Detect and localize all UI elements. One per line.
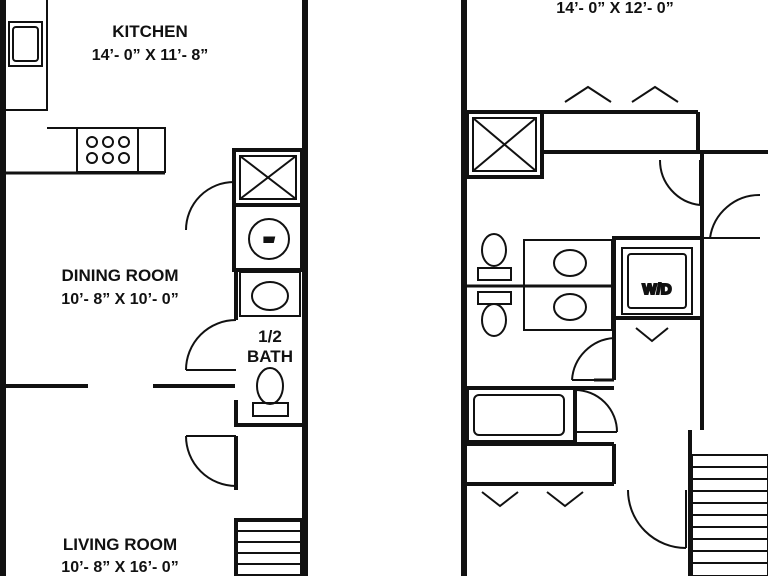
dining-room-dimensions: 10’- 8” X 10’- 0” xyxy=(61,291,178,308)
kitchen-name: KITCHEN xyxy=(112,22,188,41)
pantry-door xyxy=(185,181,236,231)
stairs-up xyxy=(691,454,768,576)
second-floor-plan: W/D xyxy=(461,0,768,576)
half-bath-walls xyxy=(234,270,302,427)
washer-dryer-closet xyxy=(612,236,704,343)
first-floor-plan: HW xyxy=(0,0,308,576)
bedroom-door-lower xyxy=(627,430,692,576)
toilet xyxy=(252,367,289,417)
living-room-name: LIVING ROOM xyxy=(63,535,177,554)
water-heater-label: HW xyxy=(264,238,274,244)
stove xyxy=(86,136,130,164)
bath-sink xyxy=(239,271,301,317)
bathtub xyxy=(465,386,577,444)
upper-room-dimensions: 14’- 0” X 12’- 0” xyxy=(556,0,673,17)
dining-room-name: DINING ROOM xyxy=(61,266,178,285)
bath-door xyxy=(185,319,237,371)
half-bath-name-line1: 1/2 xyxy=(258,327,282,346)
washer-dryer-label: W/D xyxy=(642,281,671,298)
hall-wall-right xyxy=(700,152,761,430)
vanity xyxy=(523,239,613,331)
bath-door-2 xyxy=(571,318,616,381)
linen-closet xyxy=(465,110,544,179)
toilet-upper xyxy=(477,233,512,281)
hall-wall-top xyxy=(542,110,768,154)
closet-chevrons-top xyxy=(564,85,679,103)
stairs-down xyxy=(234,518,304,576)
toilet-lower xyxy=(477,291,512,337)
kitchen-sink xyxy=(8,21,43,67)
stair-closet-door xyxy=(185,435,238,490)
bedroom-door xyxy=(658,159,701,206)
closet xyxy=(232,148,304,207)
living-room-dimensions: 10’- 8” X 16’- 0” xyxy=(61,559,178,576)
left-exterior-wall-2 xyxy=(461,0,467,576)
left-exterior-wall xyxy=(0,0,6,576)
right-exterior-wall xyxy=(302,0,308,576)
tub-door xyxy=(574,389,618,433)
water-heater xyxy=(232,203,304,272)
half-bath-name-line2: BATH xyxy=(247,347,293,366)
kitchen-dimensions: 14’- 0” X 11’- 8” xyxy=(92,47,209,64)
lower-closet xyxy=(467,442,616,508)
